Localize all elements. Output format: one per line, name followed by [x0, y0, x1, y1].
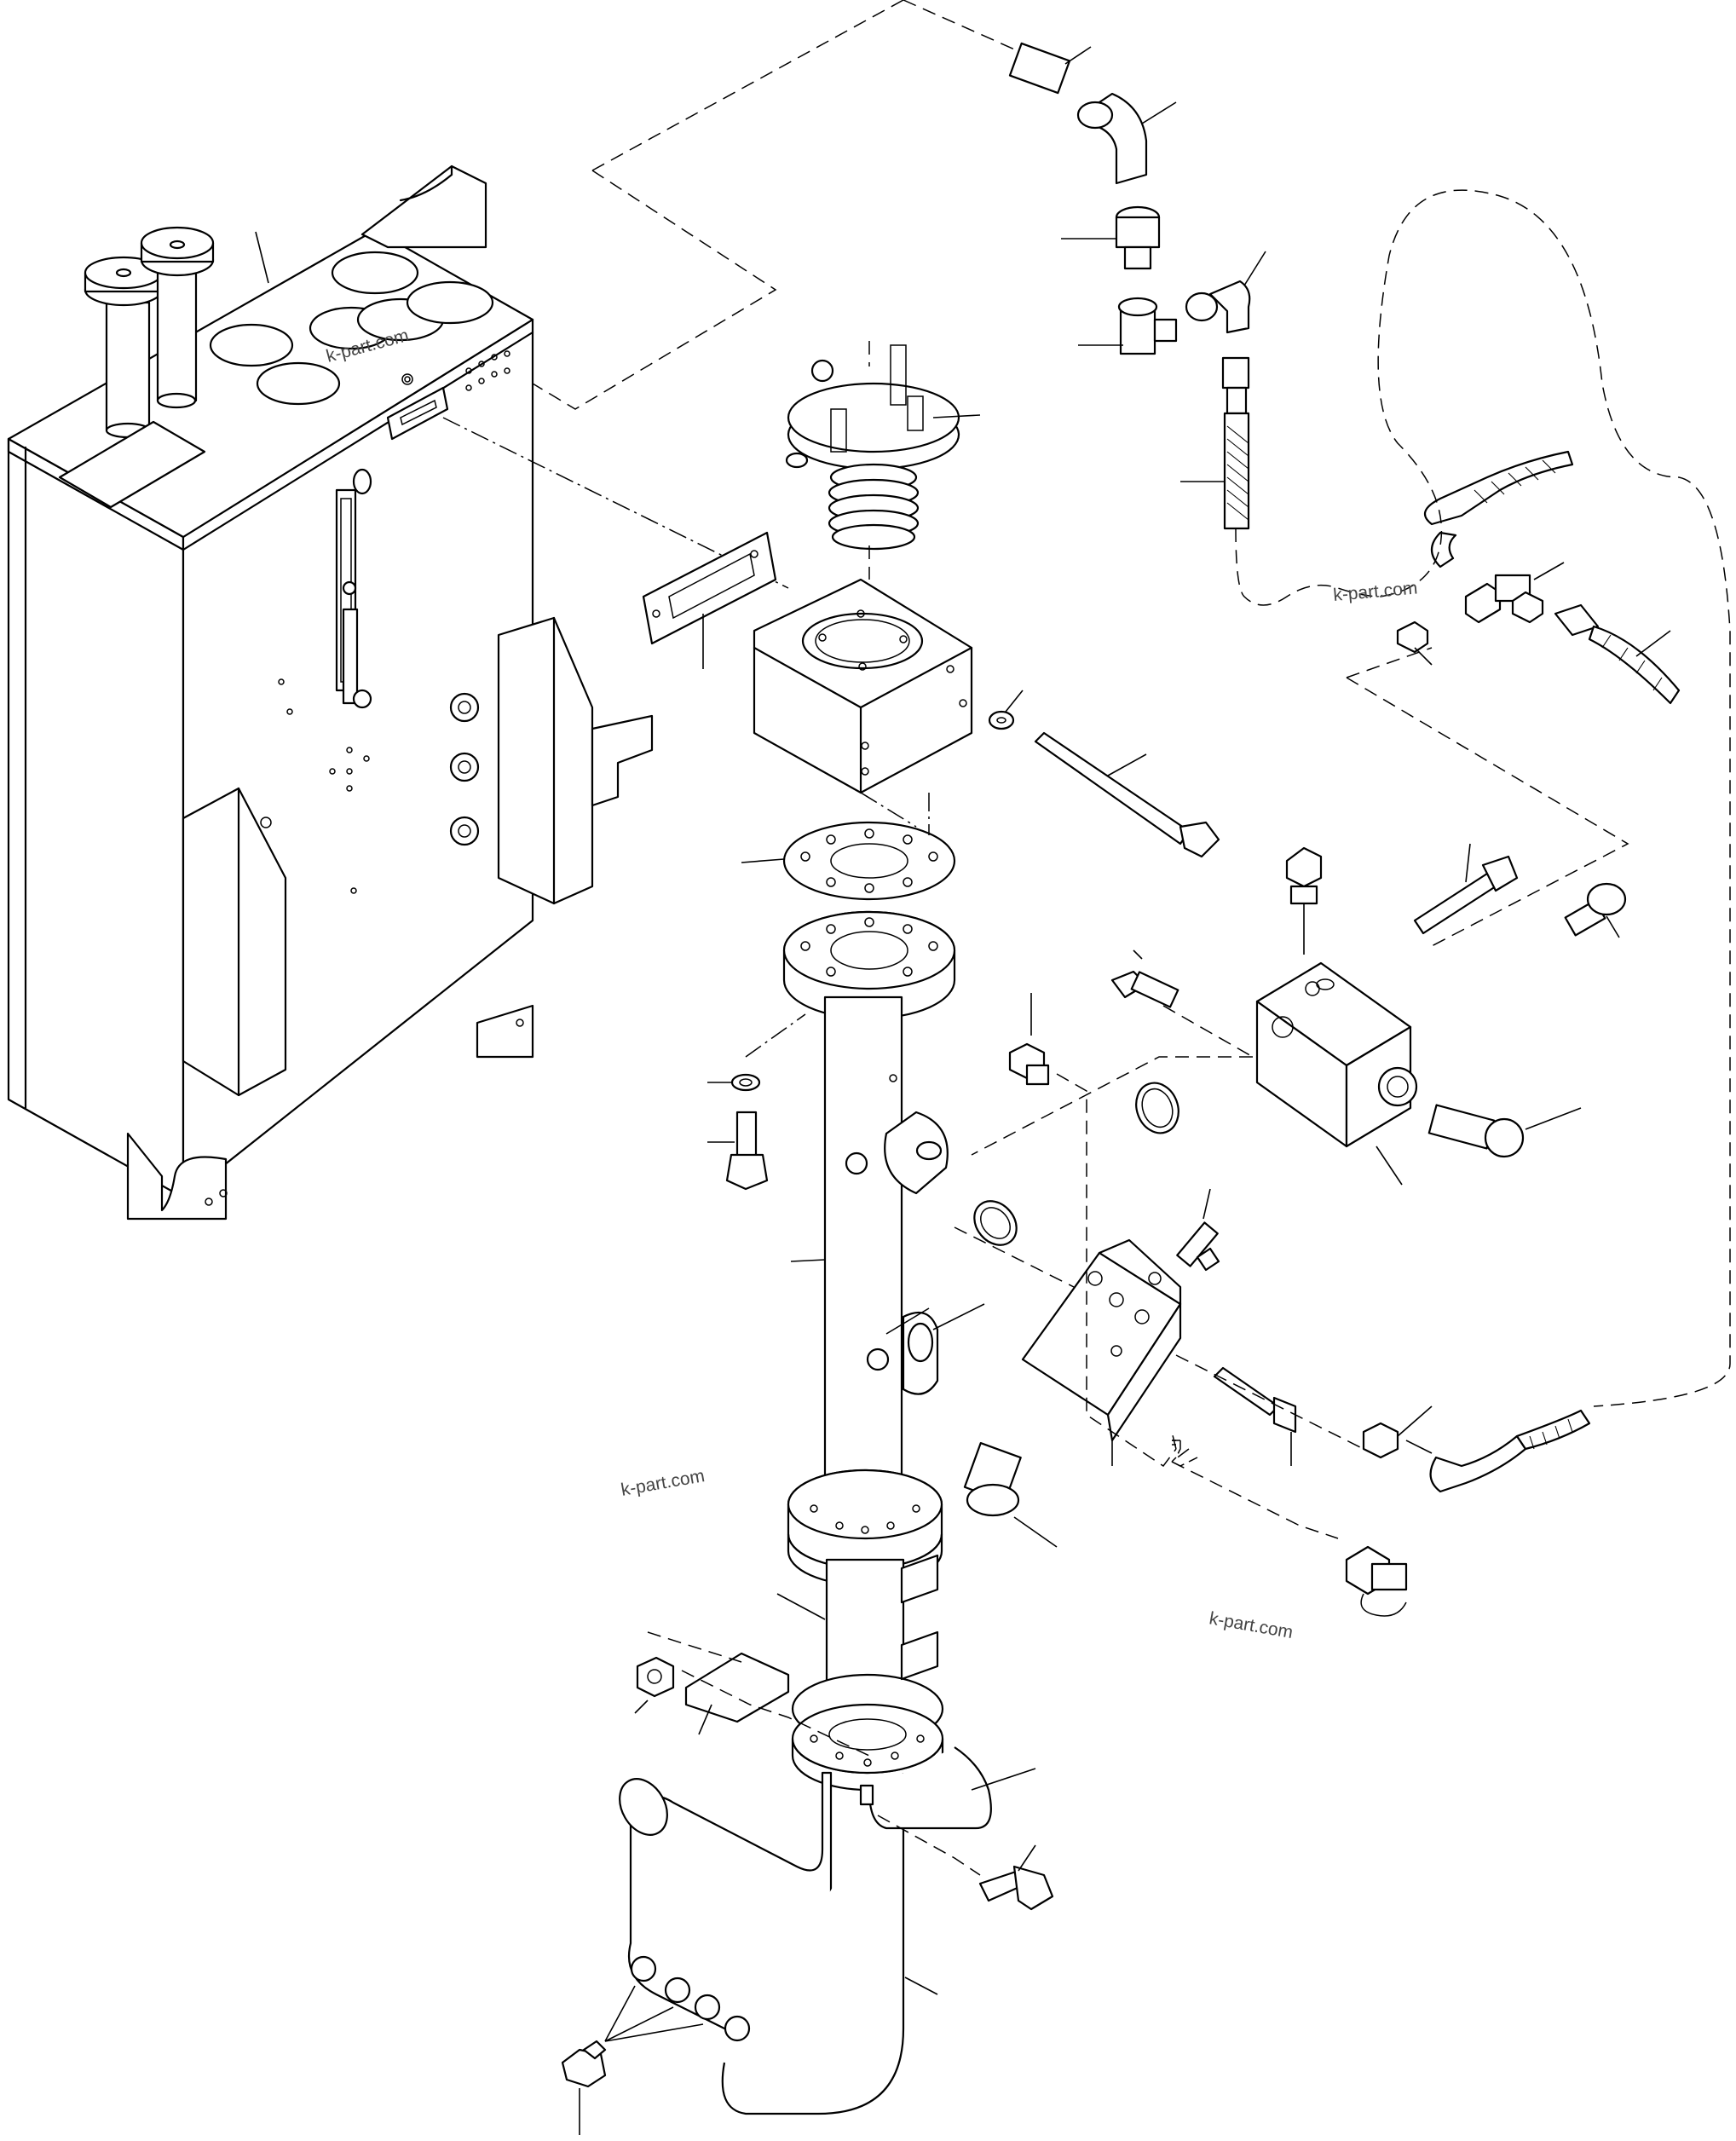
cap-screw-right: [1213, 1366, 1297, 1466]
sight-gauge: [335, 468, 372, 709]
hydraulic-tank: [7, 164, 789, 1221]
tee-fitting-top: [1078, 297, 1178, 355]
washer-and-bolt-left: [707, 1013, 806, 1191]
watermark: k-part.com: [620, 1466, 707, 1500]
watermark: k-part.com: [1208, 1608, 1295, 1642]
straight-fitting-top: [1008, 42, 1092, 95]
pipe-clamp: [859, 1746, 1036, 1830]
socket-screw: [1413, 843, 1519, 935]
filler-cap-right: [140, 226, 215, 409]
hex-nut-lower: [634, 1656, 675, 1714]
plug-left: [1008, 993, 1050, 1086]
hose-top: [1180, 356, 1381, 606]
quick-coupling-bottom: [963, 1441, 1058, 1548]
flange-gasket: [741, 821, 956, 901]
quick-coupling-right: [1427, 1104, 1582, 1158]
pipe-assembly: [619, 910, 985, 2115]
gasket-rectangular: [642, 531, 777, 669]
filler-cap-left: [58, 256, 206, 509]
elbow-fitting-right: [1185, 251, 1266, 334]
valve-block-lower: [1021, 1238, 1182, 1466]
o-ring-lower: [973, 1200, 1018, 1246]
filter-assembly: [753, 344, 981, 828]
tie-rod: [988, 690, 1220, 858]
hose-right: [1377, 189, 1731, 1493]
o-ring-upper: [1135, 1082, 1179, 1134]
quick-coupling-top: [1564, 882, 1627, 938]
adapter-right: [1362, 1405, 1433, 1459]
check-valve-fitting: [1110, 949, 1254, 1058]
bracket-plate: [684, 1652, 790, 1735]
test-fitting: [1176, 1188, 1220, 1272]
hex-bolt-lower: [978, 1844, 1054, 1911]
watermark: k-part.com: [1332, 578, 1418, 605]
assembly-guide-lines: [532, 0, 1629, 1876]
elbow-fitting-top: [1076, 92, 1177, 185]
test-coupling-with-cap: [1345, 1545, 1408, 1617]
drain-plug: [561, 1985, 704, 2135]
plug-fitting-top: [1285, 846, 1323, 955]
union-fitting: [1061, 205, 1161, 270]
valve-block-upper: [1255, 961, 1418, 1186]
